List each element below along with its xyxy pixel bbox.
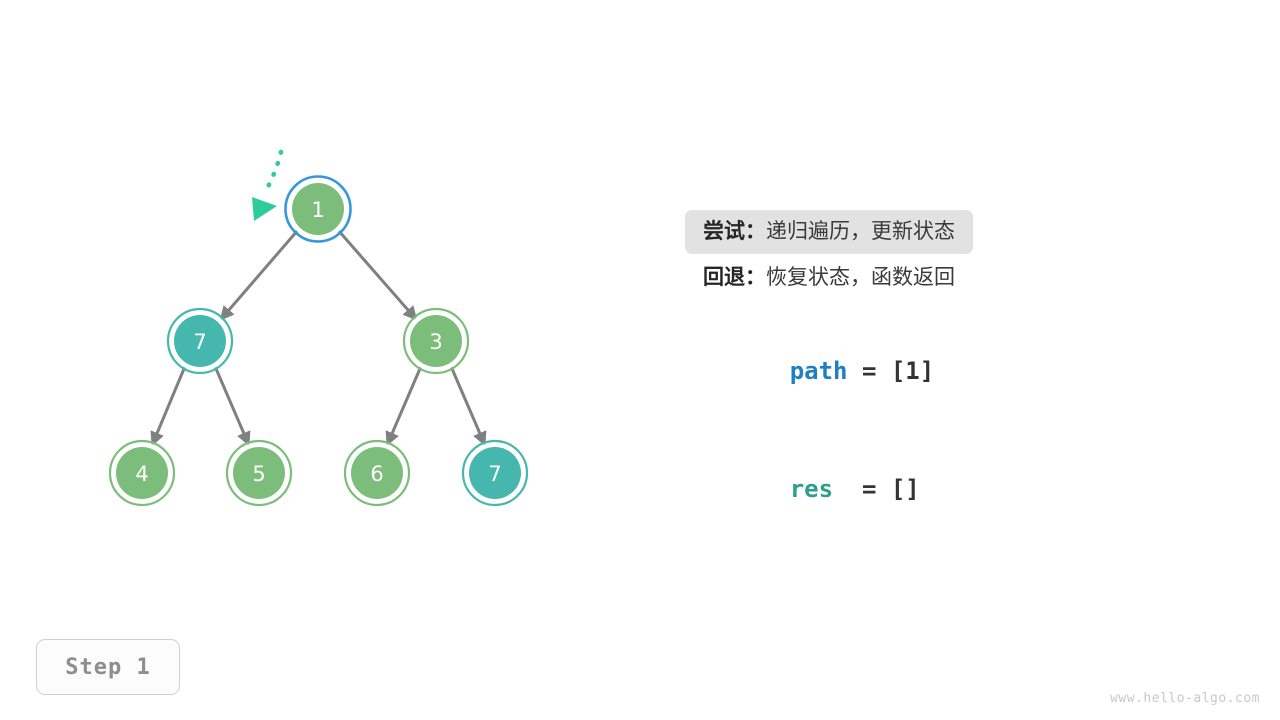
tree-node-5[interactable]: 5 (225, 439, 293, 507)
tree-nodes: 1 7 3 (108, 175, 529, 507)
res-variable-name: res (789, 475, 834, 503)
node-1-active-ring (284, 175, 352, 243)
path-variable-name: path (789, 357, 848, 385)
edge-7-to-5 (212, 363, 251, 447)
step-badge: Step 1 (36, 639, 180, 695)
node-5-inner-ring (228, 442, 290, 504)
node-4-outer-ring (108, 439, 176, 507)
node-7-left-inner-ring (169, 310, 231, 372)
info-panel: 尝试：递归遍历，更新状态 回退：恢复状态，函数返回 path = [1] res… (685, 210, 1245, 503)
edge-7-to-4 (150, 363, 188, 447)
node-6-inner-ring (346, 442, 408, 504)
node-1-inner-ring (287, 178, 349, 240)
tree-node-6[interactable]: 6 (343, 439, 411, 507)
node-7-right-outer-ring (461, 439, 529, 507)
node-5-outer-ring (225, 439, 293, 507)
tree-panel: 1 7 3 (0, 0, 660, 600)
edge-1-to-3 (336, 229, 418, 321)
path-variable-row: path = [1] (703, 329, 935, 413)
res-variable-row: res = [] (703, 447, 920, 531)
pointer-arrow-icon (252, 149, 284, 221)
tree-node-7-left[interactable]: 7 (166, 307, 234, 375)
node-6-outer-ring (343, 439, 411, 507)
node-4-circle (116, 447, 168, 499)
edge-3-to-6 (385, 363, 424, 447)
tree-node-1[interactable]: 1 (284, 175, 352, 243)
tree-node-7-right[interactable]: 7 (461, 439, 529, 507)
node-7-right-inner-ring (464, 442, 526, 504)
node-5-circle (233, 447, 285, 499)
node-4-inner-ring (111, 442, 173, 504)
node-3-circle (410, 315, 462, 367)
node-3-outer-ring (402, 307, 470, 375)
try-row-text: 递归遍历，更新状态 (766, 219, 955, 243)
tree-node-3[interactable]: 3 (402, 307, 470, 375)
try-row: 尝试：递归遍历，更新状态 (685, 210, 973, 254)
node-1-circle (292, 183, 344, 235)
edge-1-to-7 (219, 229, 300, 321)
try-row-tag: 尝试： (703, 219, 766, 243)
node-6-circle (351, 447, 403, 499)
backtrack-row-tag: 回退： (703, 265, 766, 289)
backtrack-row-text: 恢复状态，函数返回 (766, 265, 955, 289)
edge-3-to-7b (448, 363, 487, 447)
node-3-inner-ring (405, 310, 467, 372)
footer-watermark: www.hello-algo.com (1110, 691, 1260, 706)
node-7-left-circle (174, 315, 226, 367)
path-variable-value: = [1] (847, 357, 935, 385)
backtrack-row: 回退：恢复状态，函数返回 (685, 256, 973, 300)
step-badge-label: Step 1 (65, 654, 151, 680)
res-variable-value: = [] (833, 475, 920, 503)
tree-node-4[interactable]: 4 (108, 439, 176, 507)
tree-svg: 1 7 3 (108, 149, 529, 507)
tree-edges (150, 229, 487, 447)
node-7-left-outer-ring (166, 307, 234, 375)
node-7-right-circle (469, 447, 521, 499)
